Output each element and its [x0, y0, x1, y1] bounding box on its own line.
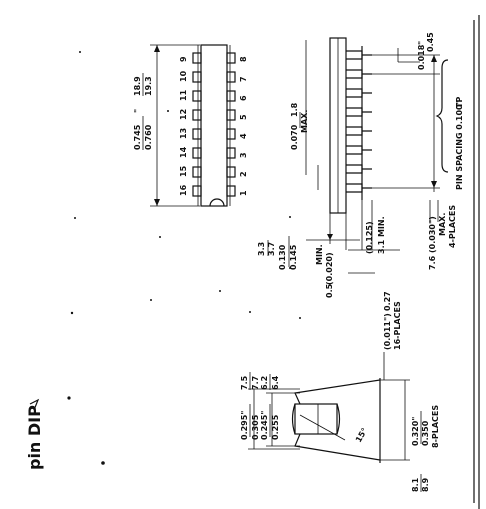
- pin-number-8: 8: [239, 56, 248, 62]
- top-view: 16 15 14 13 12 11 10 9 1 2 3 4 5 6 7 8 0…: [133, 44, 248, 207]
- pin-spacing-label: PIN SPACING 0.100": [455, 100, 464, 190]
- span-mm-bottom: 8.9: [421, 477, 430, 492]
- shoulder-inch: (0.030"): [428, 216, 437, 253]
- length-mm-bottom: 19.3: [144, 76, 153, 96]
- standoff-inch: (0.020): [325, 252, 334, 285]
- tp-label: TP: [455, 97, 464, 108]
- shoulder-max: MAX.: [438, 213, 447, 236]
- body-height-inch-top: 0.130: [278, 244, 287, 270]
- length-inch-bottom: 0.760: [144, 124, 153, 150]
- pin-number-15: 15: [179, 165, 188, 177]
- lead-width-mm: 1.8: [290, 102, 299, 117]
- top-view-leads-lower: [226, 52, 236, 197]
- lead-thick-inch: 0.018: [417, 44, 426, 70]
- pin-number-10: 10: [179, 70, 188, 82]
- length-inch-mark: ": [133, 109, 142, 113]
- side-view: TP PIN SPACING 0.100" 0.018 " 0.45 0.070…: [257, 32, 464, 298]
- body-height-mm-bottom: 3.7: [267, 242, 276, 256]
- lead-places: 16-PLACES: [393, 301, 402, 350]
- standoff-mm: 0.5: [325, 283, 334, 298]
- pin-number-9: 9: [179, 56, 188, 62]
- lead-inch: (0.011"): [383, 313, 392, 350]
- span-mm-top: 8.1: [411, 477, 420, 492]
- pin1-notch: [209, 198, 225, 207]
- pin-number-11: 11: [179, 89, 188, 101]
- body-height-mm-top: 3.3: [257, 242, 266, 256]
- length-inch-top: 0.745: [133, 124, 142, 150]
- end-view-body: [294, 403, 338, 435]
- lead-mm: 0.27: [383, 291, 392, 311]
- width-mm-top: 7.5: [240, 375, 249, 390]
- scan-specks: [67, 51, 301, 465]
- length-mm-top: 18.9: [133, 76, 142, 96]
- standoff-min: MIN.: [315, 244, 324, 265]
- pin-number-13: 13: [179, 128, 188, 139]
- end-view: 15° 0.295" 0.305 7.5 7.7 0.245" 0.255 6.…: [240, 291, 440, 492]
- pin-number-5: 5: [239, 114, 248, 120]
- body-mm-top: 6.2: [260, 376, 269, 390]
- width-inch-top: 0.295": [240, 411, 249, 440]
- pin-number-7: 7: [239, 76, 248, 82]
- drawing-title: pin DIP: [25, 405, 44, 470]
- width-inch-bottom: 0.305: [251, 414, 260, 440]
- top-view-body: [200, 44, 228, 207]
- span-inch-top: 0.320": [411, 417, 420, 446]
- body-inch-bottom: 0.255: [271, 414, 280, 440]
- seat-min-inch: (0.125): [365, 221, 374, 254]
- pin-number-2: 2: [239, 171, 248, 177]
- pin-number-14: 14: [179, 146, 188, 158]
- pin-number-16: 16: [179, 184, 188, 196]
- top-view-leads-upper: [192, 52, 202, 197]
- shoulder-mm: 7.6: [428, 255, 437, 270]
- title-mark: [29, 398, 40, 411]
- pin-number-3: 3: [239, 152, 248, 158]
- body-height-inch-bottom: 0.145: [289, 244, 298, 270]
- pin-number-6: 6: [239, 95, 248, 101]
- end-view-lead-upper: [294, 379, 381, 405]
- pin-number-1: 1: [239, 190, 248, 196]
- body-mm-bottom: 6.4: [271, 375, 280, 390]
- lead-width-max: MAX.: [300, 110, 309, 133]
- shoulder-places: 4-PLACES: [448, 205, 457, 248]
- span-places: 8-PLACES: [431, 405, 440, 448]
- width-mm-bottom: 7.7: [251, 376, 260, 390]
- lead-thick-mm: 0.45: [426, 32, 435, 52]
- pin-number-12: 12: [179, 109, 188, 120]
- lead-width-inch: 0.070: [290, 124, 299, 150]
- body-inch-top: 0.245": [260, 411, 269, 440]
- pin-number-4: 4: [239, 133, 248, 139]
- span-inch-bottom: 0.350: [421, 420, 430, 446]
- seat-min-mm: 3.1 MIN.: [377, 216, 386, 254]
- angle-label: 15°: [354, 426, 369, 444]
- side-view-leads: [346, 46, 372, 200]
- lead-thick-inch-mark: ": [417, 41, 426, 45]
- end-view-lead-lower: [294, 433, 381, 461]
